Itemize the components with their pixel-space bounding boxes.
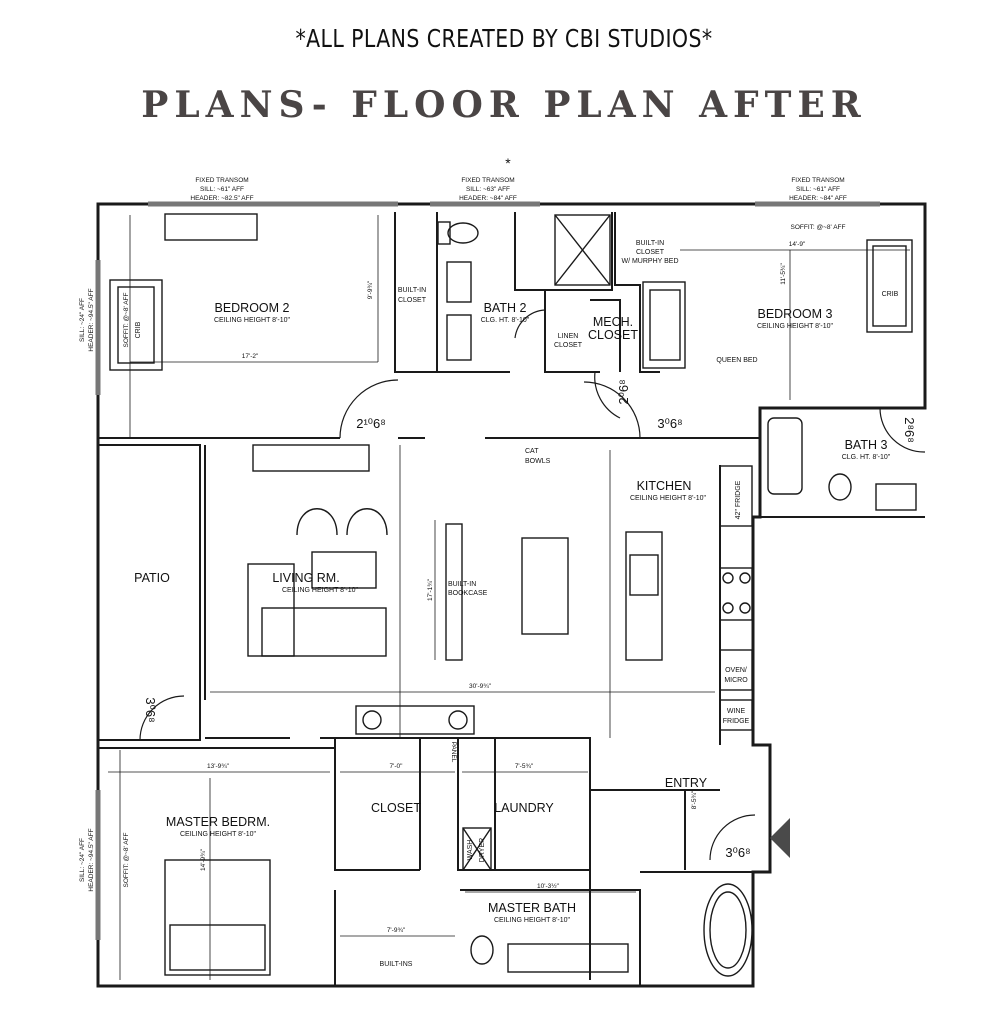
room-sub-masterbath: CEILING HEIGHT 8'-10"	[494, 917, 571, 924]
svg-text:HEADER: ~84" AFF: HEADER: ~84" AFF	[789, 195, 847, 202]
dryer-label: DRYER	[479, 838, 486, 862]
dim-bed3-width: 14'-9"	[789, 241, 806, 248]
crib-label-right: CRIB	[882, 291, 899, 298]
dim-living-width: 30'-9¾"	[469, 683, 492, 690]
door-bed2: 2¹⁰6⁸	[356, 416, 386, 431]
cat-bowls-label-1: CAT	[525, 448, 539, 455]
transom-center: FIXED TRANSOM SILL: ~63" AFF HEADER: ~84…	[459, 177, 517, 202]
svg-text:FIXED TRANSOM: FIXED TRANSOM	[791, 177, 844, 184]
dim-master-height: 14'-9¾"	[200, 848, 207, 871]
murphy-label-1: BUILT-IN	[636, 240, 664, 247]
room-sub-living: CEILING HEIGHT 8'-10"	[282, 587, 359, 594]
room-label-bath3: BATH 3	[845, 438, 888, 452]
svg-text:HEADER: ~82.5" AFF: HEADER: ~82.5" AFF	[190, 195, 253, 202]
fridge-label: 42" FRIDGE	[735, 480, 742, 519]
asterisk-note: *	[505, 155, 511, 171]
room-label-bedroom3: BEDROOM 3	[757, 307, 832, 321]
soffit-top-label: SOFFIT: @~8' AFF	[791, 224, 846, 231]
dim-builtins-width: 7'-9¾"	[387, 927, 406, 934]
sill-master-label-1: SILL: ~24" AFF	[79, 838, 86, 882]
transom-left: FIXED TRANSOM SILL: ~61" AFF HEADER: ~82…	[190, 177, 253, 202]
oven-label-1: OVEN/	[725, 667, 747, 674]
room-label-mech2: CLOSET	[588, 328, 638, 342]
soffit-master-label: SOFFIT: @~8' AFF	[123, 832, 130, 887]
wine-label-1: WINE	[727, 708, 746, 715]
bookcase-label-2: BOOKCASE	[448, 590, 488, 597]
room-label-entry: ENTRY	[665, 776, 708, 790]
door-mech: 2⁰6⁸	[616, 379, 631, 404]
svg-text:SILL: ~63" AFF: SILL: ~63" AFF	[466, 186, 510, 193]
door-entry: 3⁰6⁸	[725, 845, 750, 860]
panel-label: PANEL	[450, 742, 457, 763]
entry-marker-icon	[770, 818, 790, 858]
sill-left-label-2: HEADER: ~94.5" AFF	[88, 288, 95, 351]
room-sub-kitchen: CEILING HEIGHT 8'-10"	[630, 495, 707, 502]
door-patio: 3⁰6⁸	[143, 697, 158, 722]
dim-master-width: 13'-9¾"	[207, 763, 230, 770]
murphy-label-3: W/ MURPHY BED	[621, 258, 678, 265]
svg-text:FIXED TRANSOM: FIXED TRANSOM	[195, 177, 248, 184]
room-sub-bath3: CLG. HT. 8'-10"	[842, 454, 891, 461]
dim-closet-width: 7'-0"	[390, 763, 404, 770]
dim-bed2-width: 17'-2"	[242, 353, 259, 360]
outer-wall	[96, 202, 927, 988]
dim-bed3-height: 11'-5¾"	[780, 263, 787, 285]
dim-bed2-height: 9'-9¾"	[367, 280, 374, 299]
queen-bed-label: QUEEN BED	[716, 357, 757, 364]
builtins-label: BUILT-INS	[380, 961, 413, 968]
room-label-master: MASTER BEDRM.	[166, 815, 270, 829]
cat-bowls-label-2: BOWLS	[525, 458, 551, 465]
bookcase-label-1: BUILT-IN	[448, 581, 476, 588]
door-bath3: 2⁸6⁸	[902, 417, 917, 442]
room-sub-bedroom3: CEILING HEIGHT 8'-10"	[757, 323, 834, 330]
transom-right: FIXED TRANSOM SILL: ~61" AFF HEADER: ~84…	[789, 177, 847, 202]
sill-master-label-2: HEADER: ~94.5" AFF	[88, 828, 95, 891]
crib-label-left: CRIB	[135, 321, 142, 338]
linen-closet-label-2: CLOSET	[554, 342, 583, 349]
room-label-patio: PATIO	[134, 571, 170, 585]
oven-label-2: MICRO	[724, 677, 748, 684]
room-label-living: LIVING RM.	[272, 571, 339, 585]
svg-text:SILL: ~61" AFF: SILL: ~61" AFF	[796, 186, 840, 193]
room-label-masterbath: MASTER BATH	[488, 901, 576, 915]
room-sub-bedroom2: CEILING HEIGHT 8'-10"	[214, 317, 291, 324]
dim-entry-height: 8'-5¾"	[691, 790, 698, 809]
washer-label: WASH	[467, 840, 474, 861]
svg-text:FIXED TRANSOM: FIXED TRANSOM	[461, 177, 514, 184]
room-label-bedroom2: BEDROOM 2	[214, 301, 289, 315]
door-bed3: 3⁰6⁸	[657, 416, 682, 431]
credit-line: *ALL PLANS CREATED BY CBI STUDIOS*	[295, 24, 713, 53]
linen-closet-label-1: LINEN	[558, 333, 579, 340]
svg-text:HEADER: ~84" AFF: HEADER: ~84" AFF	[459, 195, 517, 202]
builtin-closet-label-2: CLOSET	[398, 297, 427, 304]
dim-masterbath-width: 10'-3½"	[537, 882, 560, 890]
soffit-left-label: SOFFIT: @~8' AFF	[123, 292, 130, 347]
dim-living-height: 17'-1¾"	[427, 578, 434, 601]
murphy-label-2: CLOSET	[636, 249, 665, 256]
room-label-closet: CLOSET	[371, 801, 421, 815]
room-label-bath2: BATH 2	[484, 301, 527, 315]
room-label-mech1: MECH.	[593, 315, 633, 329]
svg-text:SILL: ~61" AFF: SILL: ~61" AFF	[200, 186, 244, 193]
builtin-closet-label-1: BUILT-IN	[398, 287, 426, 294]
sill-left-label-1: SILL: ~24" AFF	[79, 298, 86, 342]
room-label-laundry: LAUNDRY	[494, 801, 554, 815]
page-title: PLANS- FLOOR PLAN AFTER	[141, 84, 867, 126]
room-sub-bath2: CLG. HT. 8'-10"	[481, 317, 530, 324]
room-sub-master: CEILING HEIGHT 8'-10"	[180, 831, 257, 838]
dim-laundry-width: 7'-5¾"	[515, 763, 534, 770]
wine-label-2: FRIDGE	[723, 718, 750, 725]
room-label-kitchen: KITCHEN	[637, 479, 692, 493]
